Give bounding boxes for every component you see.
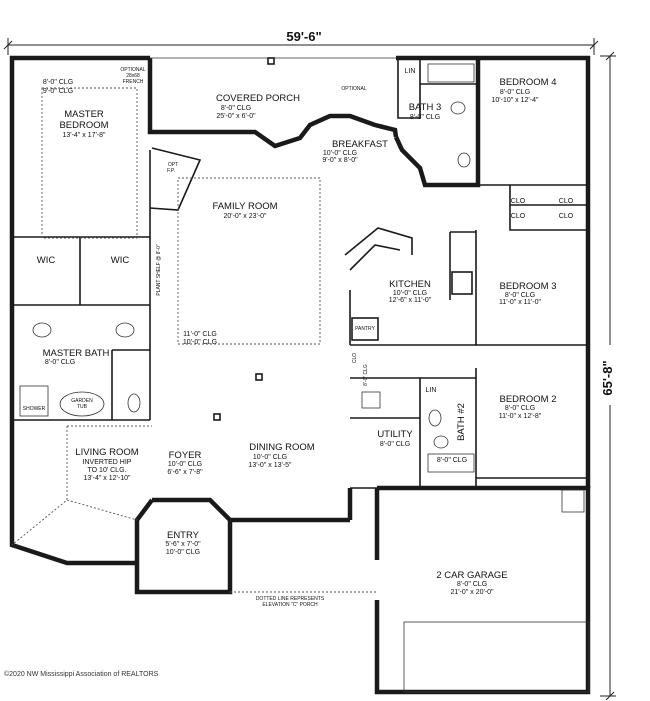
dotted-line-note-1: DOTTED LINE REPRESENTS	[256, 596, 325, 602]
entry-dims: 5'-6" x 7'-0"	[165, 541, 201, 548]
foyer-clg: 10'-0" CLG	[168, 461, 202, 468]
shower-label: SHOWER	[23, 406, 46, 412]
family-room-name: FAMILY ROOM	[212, 201, 277, 212]
overall-depth-dimension	[600, 51, 620, 701]
dining-room-name: DINING ROOM	[249, 442, 315, 453]
kitchen-clg: 10'-0" CLG	[393, 290, 427, 297]
interior-walls	[12, 58, 588, 489]
family-room-clg-1: 11'-0" CLG	[183, 331, 217, 338]
optional-french-3: FRENCH	[123, 79, 144, 85]
bedroom4-name: BEDROOM 4	[499, 77, 556, 88]
family-room-clg-2: 10'-0" CLG	[183, 339, 217, 346]
breakfast-name: BREAKFAST	[332, 139, 388, 150]
bedroom2-name: BEDROOM 2	[499, 394, 556, 405]
breakfast-clg: 10'-0" CLG	[323, 150, 357, 157]
optional-french-1: OPTIONAL	[120, 67, 146, 73]
bath2-name: BATH #2	[456, 403, 467, 441]
bedroom2-clg: 8'-0" CLG	[505, 405, 535, 412]
dining-room-clg: 10'-0" CLG	[253, 454, 287, 461]
utility-clg-side: 8'-0" CLG	[363, 364, 369, 386]
lin-label-bath2: LIN	[426, 387, 437, 394]
garden-tub-2: TUB	[77, 404, 88, 410]
bath3-name: BATH 3	[409, 102, 442, 113]
living-room-dims: 13'-4" x 12'-10"	[84, 475, 131, 482]
bath2-clg: 8'-0" CLG	[437, 457, 467, 464]
dotted-features	[11, 87, 377, 593]
master-bedroom-name-2: BEDROOM	[59, 120, 108, 131]
opt-fp-2: F.P.	[167, 168, 175, 174]
bath3-clg: 8'-0" CLG	[410, 114, 440, 121]
clo-label-2: CLO	[559, 198, 574, 205]
utility-clg: 8'-0" CLG	[380, 441, 410, 448]
garage-door	[403, 621, 590, 693]
dining-room-dims: 13'-0" x 13'-5"	[248, 462, 292, 469]
bedroom3-dims: 11'-0" x 11'-0"	[499, 299, 542, 306]
wic-label-1: WIC	[37, 255, 56, 266]
plant-shelf-label: PLANT SHELF @ 8'-0"	[156, 244, 162, 296]
living-room-name: LIVING ROOM	[75, 447, 138, 458]
breakfast-dims: 9'-0" x 8'-0"	[322, 157, 358, 164]
master-bedroom-dims: 13'-4" x 17'-8"	[62, 132, 106, 139]
wic-label-2: WIC	[111, 255, 130, 266]
foyer-name: FOYER	[169, 450, 202, 461]
opt-fp-1: OPT	[168, 162, 178, 168]
dotted-line-note-2: ELEVATION "C" PORCH	[262, 602, 318, 608]
overall-depth-label: 65'-8"	[600, 360, 615, 395]
overall-width-label: 59'-6"	[286, 29, 321, 44]
bedroom2-dims: 11'-0" x 12'-8"	[499, 413, 542, 420]
pantry-label: PANTRY	[355, 326, 375, 332]
master-bath-name: MASTER BATH	[43, 348, 110, 359]
master-bedroom-clg-top: 8'-0" CLG	[43, 79, 73, 86]
kitchen-name: KITCHEN	[389, 279, 431, 290]
master-bath-clg: 8'-0" CLG	[45, 359, 75, 366]
master-bedroom-name-1: MASTER	[64, 109, 104, 120]
master-bedroom-clg: 9'-0" CLG	[43, 88, 73, 95]
clo-label-3: CLO	[559, 213, 574, 220]
garage-dims: 21'-0" x 20'-0"	[450, 589, 494, 596]
bedroom3-name: BEDROOM 3	[499, 281, 556, 292]
fixtures	[19, 57, 585, 513]
garage-name: 2 CAR GARAGE	[436, 570, 507, 581]
covered-porch-name: COVERED PORCH	[216, 93, 300, 104]
lin-label-bath3: LIN	[405, 68, 416, 75]
living-room-note-1: INVERTED HIP	[83, 459, 132, 466]
optional-french-2: 28x68	[126, 73, 140, 79]
optional-label: OPTIONAL	[341, 86, 367, 92]
bedroom3-clg: 8'-0" CLG	[505, 292, 535, 299]
entry-clg: 10'-0" CLG	[166, 549, 200, 556]
covered-porch-clg: 8'-0" CLG	[221, 105, 251, 112]
covered-porch-dims: 25'-0" x 6'-0"	[216, 113, 256, 120]
bedroom4-clg: 8'-0" CLG	[500, 89, 530, 96]
kitchen-dims: 12'-6" x 11'-0"	[389, 297, 432, 304]
bedroom4-dims: 10'-10" x 12'-4"	[492, 97, 539, 104]
utility-name: UTILITY	[377, 429, 413, 440]
overall-width-dimension	[3, 27, 599, 55]
copyright-notice: ©2020 NW Mississippi Association of REAL…	[4, 671, 159, 678]
clo-label-4: CLO	[511, 213, 526, 220]
garden-tub-1: GARDEN	[71, 398, 93, 404]
hall-clo-label: CLO	[352, 353, 358, 363]
garage-clg: 8'-0" CLG	[457, 581, 487, 588]
clo-label-1: CLO	[511, 198, 526, 205]
living-room-note-2: TO 10' CLG.	[88, 467, 127, 474]
entry-name: ENTRY	[167, 530, 200, 541]
foyer-dims: 6'-6" x 7'-8"	[167, 469, 203, 476]
family-room-dims: 20'-0" x 23'-0"	[223, 213, 267, 220]
